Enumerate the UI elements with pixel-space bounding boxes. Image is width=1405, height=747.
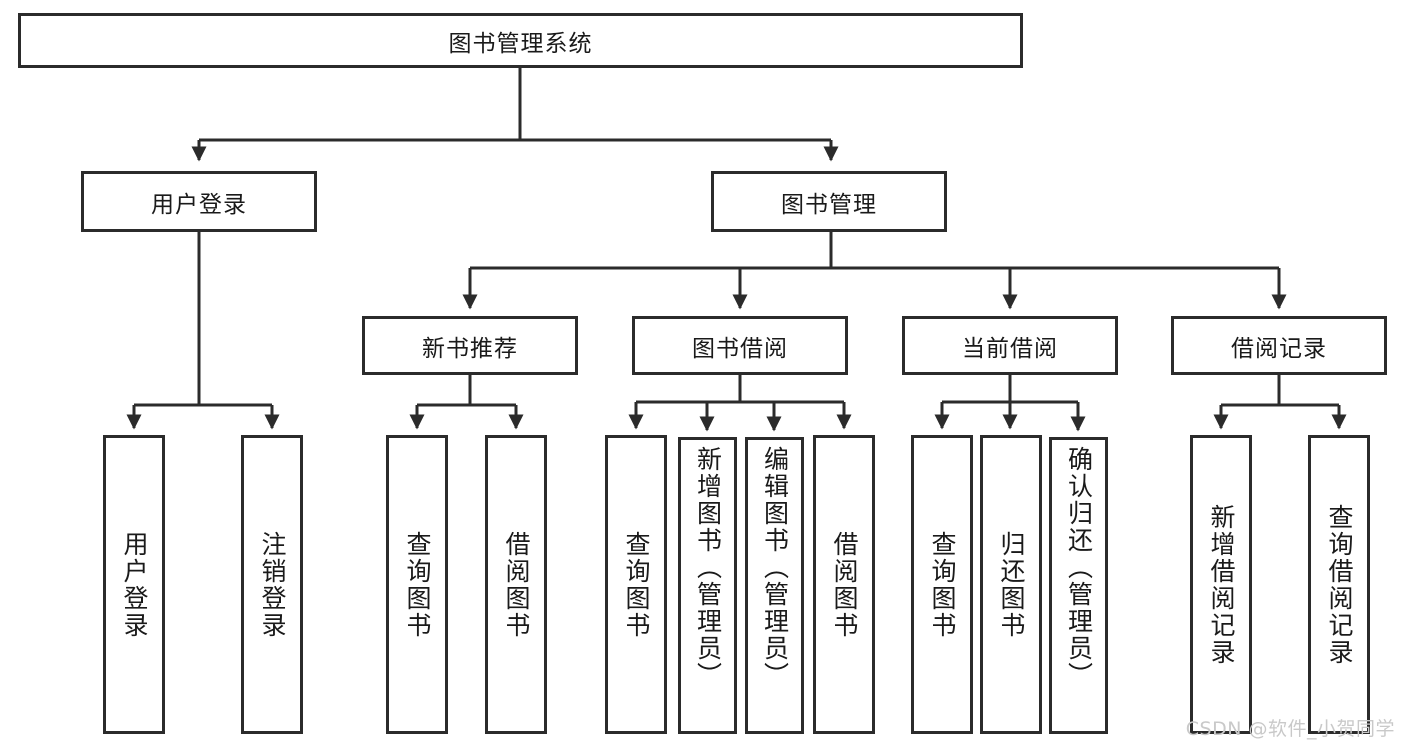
leaf-label: 查询借阅记录 (1325, 503, 1354, 666)
node-borrow-record[interactable]: 借阅记录 (1171, 316, 1387, 375)
node-root-book-management-system[interactable]: 图书管理系统 (18, 13, 1023, 68)
leaf-user-login-login[interactable]: 用户登录 (103, 435, 165, 734)
node-book-borrow[interactable]: 图书借阅 (632, 316, 848, 375)
leaf-label: 注销登录 (258, 530, 287, 639)
leaf-label: 新增借阅记录 (1207, 503, 1236, 666)
leaf-book-borrow-add-book-admin[interactable]: 新增图书（管理员） (678, 437, 737, 734)
leaf-user-login-logout[interactable]: 注销登录 (241, 435, 303, 734)
leaf-label: 用户登录 (120, 530, 149, 639)
leaf-new-book-borrow-book[interactable]: 借阅图书 (485, 435, 547, 734)
leaf-borrow-record-add-record[interactable]: 新增借阅记录 (1190, 435, 1252, 734)
node-label: 图书借阅 (692, 335, 788, 362)
leaf-label: 确认归还（管理员） (1064, 446, 1094, 689)
node-user-login[interactable]: 用户登录 (81, 171, 317, 232)
leaf-label: 归还图书 (997, 530, 1026, 639)
leaf-label: 编辑图书（管理员） (760, 446, 790, 689)
node-book-management[interactable]: 图书管理 (711, 171, 947, 232)
leaf-label: 新增图书（管理员） (693, 446, 723, 689)
leaf-current-borrow-confirm-return-admin[interactable]: 确认归还（管理员） (1049, 437, 1108, 734)
node-label: 借阅记录 (1231, 335, 1327, 362)
node-label: 图书管理 (781, 191, 877, 218)
watermark-text: CSDN @软件_小贺同学 (1185, 718, 1395, 740)
leaf-label: 查询图书 (403, 530, 432, 639)
leaf-current-borrow-query-book[interactable]: 查询图书 (911, 435, 973, 734)
node-label: 新书推荐 (422, 335, 518, 362)
leaf-book-borrow-edit-book-admin[interactable]: 编辑图书（管理员） (745, 437, 804, 734)
leaf-book-borrow-query-book[interactable]: 查询图书 (605, 435, 667, 734)
leaf-label: 查询图书 (622, 530, 651, 639)
node-label: 图书管理系统 (448, 30, 593, 57)
node-current-borrow[interactable]: 当前借阅 (902, 316, 1118, 375)
leaf-current-borrow-return-book[interactable]: 归还图书 (980, 435, 1042, 734)
leaf-book-borrow-borrow-book[interactable]: 借阅图书 (813, 435, 875, 734)
leaf-borrow-record-query-record[interactable]: 查询借阅记录 (1308, 435, 1370, 734)
leaf-label: 借阅图书 (830, 530, 859, 639)
node-new-book-recommend[interactable]: 新书推荐 (362, 316, 578, 375)
leaf-label: 查询图书 (928, 530, 957, 639)
leaf-label: 借阅图书 (502, 530, 531, 639)
node-label: 当前借阅 (962, 335, 1058, 362)
leaf-new-book-query-book[interactable]: 查询图书 (386, 435, 448, 734)
node-label: 用户登录 (151, 191, 247, 218)
